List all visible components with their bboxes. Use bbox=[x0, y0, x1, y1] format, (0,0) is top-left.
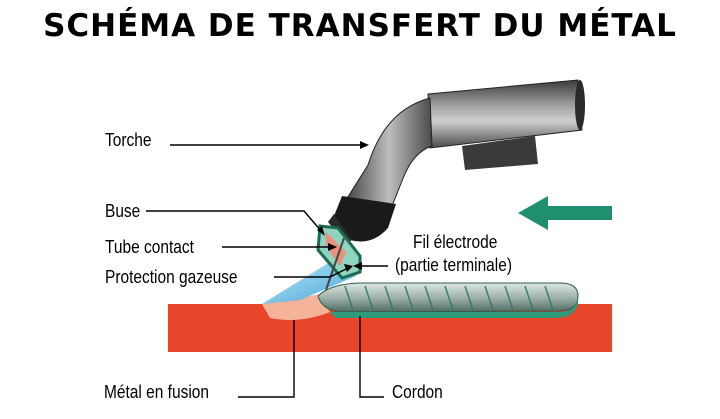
torch-handle bbox=[427, 79, 585, 170]
leader-buse bbox=[146, 210, 323, 233]
label-protection-gazeuse: Protection gazeuse bbox=[105, 267, 238, 287]
arc-core bbox=[326, 232, 346, 266]
diagram-title: SCHÉMA DE TRANSFERT DU MÉTAL bbox=[43, 8, 677, 44]
label-fil-electrode: Fil électrode bbox=[413, 232, 498, 252]
label-buse: Buse bbox=[105, 201, 141, 221]
leader-protection bbox=[274, 267, 349, 278]
label-cordon: Cordon bbox=[392, 382, 443, 402]
weld-bead bbox=[317, 282, 579, 318]
label-tube-contact: Tube contact bbox=[105, 237, 194, 257]
molten-pool bbox=[262, 294, 330, 320]
left-arrow-icon bbox=[518, 196, 612, 230]
torch-neck bbox=[345, 97, 433, 207]
label-metal-en-fusion: Métal en fusion bbox=[104, 382, 209, 402]
label-partie-terminale: (partie terminale) bbox=[395, 255, 513, 275]
leader-cordon bbox=[359, 316, 384, 398]
leader-metal-fusion bbox=[238, 320, 295, 398]
label-torche: Torche bbox=[105, 130, 152, 150]
electrode-wire bbox=[325, 237, 345, 291]
